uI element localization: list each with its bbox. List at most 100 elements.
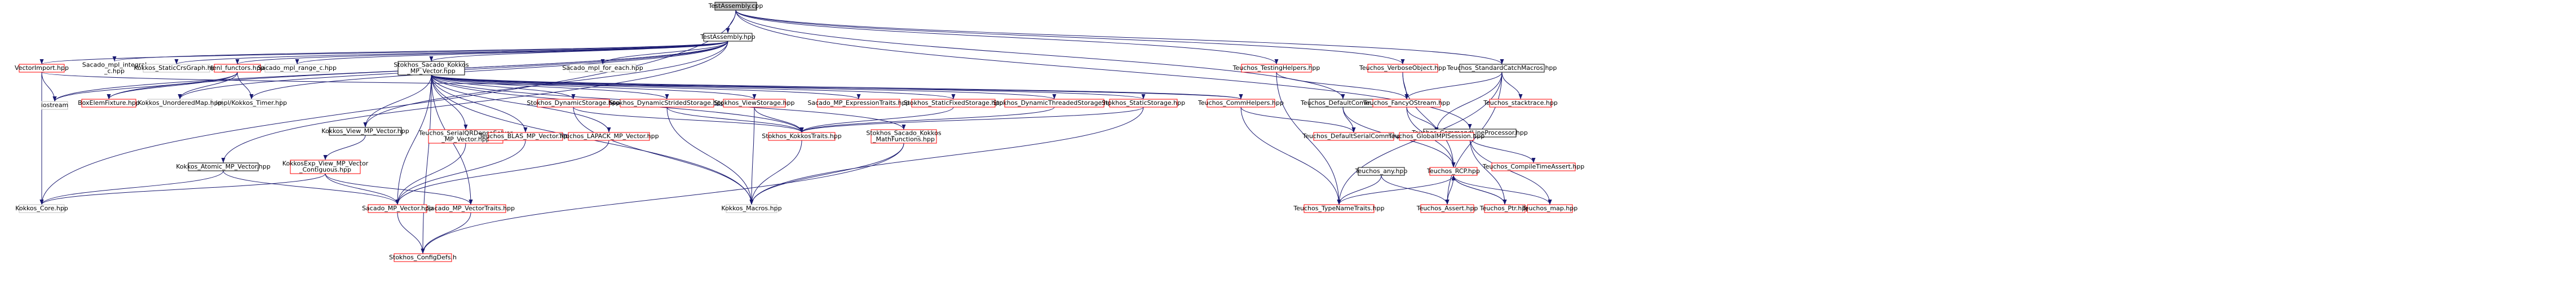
node-crsgraph[interactable]: Kokkos_StaticCrsGraph.hpp	[134, 64, 219, 73]
node-kexpview[interactable]: KokkosExp_View_MP_Vector_Contiguous.hpp	[282, 160, 369, 174]
node-statstor[interactable]: Stokhos_StaticStorage.hpp	[1102, 99, 1185, 108]
node-statfixed[interactable]: Stokhos_StaticFixedStorage.hpp	[904, 99, 1004, 108]
node-sacmptraits[interactable]: Sacado_MP_VectorTraits.hpp	[427, 204, 515, 213]
edge-path	[666, 107, 804, 133]
node-sacmp[interactable]: Sacado_MP_Vector.hpp	[362, 204, 433, 213]
edge-mpvec-to-lapackmp	[431, 74, 611, 133]
edge-path	[178, 72, 238, 100]
node-box	[19, 204, 65, 213]
node-globalmpi[interactable]: Teuchos_GlobalMPISession.hpp	[1388, 132, 1484, 141]
node-defserial[interactable]: Teuchos_DefaultSerialComm.hpp	[1302, 132, 1405, 141]
node-iostream[interactable]: iostream	[41, 101, 68, 110]
node-mplrange[interactable]: Sacado_mpl_range_c.hpp	[258, 64, 337, 73]
node-kmacros[interactable]: Kokkos_Macros.hpp	[721, 204, 782, 213]
node-label: Teuchos_map.hpp	[1522, 205, 1578, 212]
node-box	[768, 132, 836, 141]
edge-path	[52, 72, 238, 102]
node-map[interactable]: Teuchos_map.hpp	[1522, 204, 1578, 213]
node-box	[264, 64, 330, 73]
edge-path	[799, 107, 1055, 133]
node-verbose[interactable]: Teuchos_VerboseObject.hpp	[1359, 64, 1446, 73]
node-complextime[interactable]: Teuchos_CompileTimeAssert.hpp	[1482, 162, 1585, 171]
node-dynthreaded[interactable]: Stokhos_DynamicThreadedStorage.hpp	[993, 99, 1116, 108]
node-stacktrace[interactable]: Teuchos_stacktrace.hpp	[1483, 99, 1558, 108]
node-katomic[interactable]: Kokkos_Atomic_MP_Vector.hpp	[176, 162, 271, 171]
node-fancy[interactable]: Teuchos_FancyOStream.hpp	[1363, 99, 1450, 108]
edge-dynstrided-to-kokkostraits	[666, 107, 804, 133]
node-root[interactable]: TestAssembly.cpp	[708, 2, 763, 11]
node-testhelp[interactable]: Teuchos_TestingHelpers.hpp	[1232, 64, 1320, 73]
node-label: Kokkos_UnorderedMap.hpp	[138, 99, 222, 107]
edge-any-to-assert	[1381, 175, 1450, 205]
node-label: Teuchos_Assert.hpp	[1416, 205, 1478, 212]
edge-mpvec-to-dynstor	[431, 74, 576, 100]
node-unordered[interactable]: Kokkos_UnorderedMap.hpp	[138, 99, 222, 108]
edge-path	[749, 107, 755, 205]
node-label: Kokkos_StaticCrsGraph.hpp	[134, 64, 219, 72]
node-lapackmp[interactable]: Teuchos_LAPACK_MP_Vector.hpp	[558, 132, 659, 141]
node-serialqr[interactable]: Teuchos_SerialQRDenseSolver_MP_Vector.hp…	[418, 129, 513, 144]
node-commhelp[interactable]: Teuchos_CommHelpers.hpp	[1198, 99, 1284, 108]
edge-mpvec-to-configdefs	[421, 74, 432, 254]
node-dynstor[interactable]: Stokhos_DynamicStorage.hpp	[527, 99, 620, 108]
node-vimport[interactable]: VectorImport.hpp	[15, 64, 69, 73]
edge-path	[1276, 72, 1409, 100]
node-kviewmp[interactable]: Kokkos_View_MP_Vector.hpp	[321, 127, 409, 136]
node-defcomm[interactable]: Teuchos_DefaultComm.hpp	[1300, 99, 1385, 108]
node-mplfor[interactable]: Sacado_mpl_for_each.hpp	[562, 64, 643, 73]
node-label: Stokhos_DynamicThreadedStorage.hpp	[993, 99, 1116, 107]
node-label: impl/Kokkos_Timer.hpp	[216, 99, 287, 107]
edge-path	[395, 74, 432, 205]
edge-ta-to-fem	[235, 41, 728, 65]
edge-root-to-defcomm	[735, 10, 1345, 100]
edge-path	[735, 10, 1405, 65]
node-mpvec[interactable]: Stokhos_Sacado_Kokkos_MP_Vector.hpp	[394, 61, 469, 76]
node-label: Stokhos_ConfigDefs.h	[389, 254, 457, 261]
node-label: TestAssembly.cpp	[708, 2, 763, 10]
edge-mpvec-to-mpexpr	[431, 74, 861, 100]
node-ptr[interactable]: Teuchos_Ptr.hpp	[1479, 204, 1530, 213]
edge-root-to-stdcatch	[735, 10, 1504, 65]
edge-path	[1501, 72, 1523, 100]
edge-lapackmp-to-sacmp	[395, 140, 609, 205]
node-label: Teuchos_DefaultComm.hpp	[1300, 99, 1385, 107]
node-dynstrided[interactable]: Stokhos_DynamicStridedStorage.hpp	[609, 99, 725, 108]
node-label: Teuchos_CompileTimeAssert.hpp	[1482, 163, 1585, 170]
node-any[interactable]: Teuchos_any.hpp	[1355, 167, 1408, 176]
node-assert[interactable]: Teuchos_Assert.hpp	[1416, 204, 1478, 213]
edge-path	[431, 74, 611, 133]
node-typename[interactable]: Teuchos_TypeNameTraits.hpp	[1293, 204, 1385, 213]
edge-path	[39, 170, 224, 205]
node-mpexpr[interactable]: Sacado_MP_ExpressionTraits.hpp	[808, 99, 910, 108]
edge-path	[39, 173, 326, 205]
node-kokkostraits[interactable]: Stokhos_KokkosTraits.hpp	[762, 132, 842, 141]
edge-path	[431, 74, 669, 100]
node-boxelem[interactable]: BoxElemFixture.hpp	[78, 99, 140, 108]
edge-path	[113, 41, 728, 62]
node-fem[interactable]: fenl_functors.hpp	[210, 64, 264, 73]
node-box	[188, 162, 259, 171]
edge-ta-to-katomic	[221, 41, 728, 163]
node-box	[1459, 64, 1545, 73]
node-stdcatch[interactable]: Teuchos_StandardCatchMacros.hpp	[1447, 64, 1557, 73]
node-configdefs[interactable]: Stokhos_ConfigDefs.h	[389, 253, 457, 262]
node-viewstor[interactable]: Stokhos_ViewStorage.hpp	[714, 99, 795, 108]
edge-ptr-to-rcp	[1451, 175, 1505, 205]
edge-ta-to-mplint	[113, 41, 728, 62]
node-label: Sacado_MP_ExpressionTraits.hpp	[808, 99, 910, 107]
node-label: Teuchos_Ptr.hpp	[1479, 205, 1530, 212]
node-blasmp[interactable]: Teuchos_BLAS_MP_Vector.hpp	[479, 132, 572, 141]
edge-statstor-to-kokkostraits	[799, 107, 1144, 133]
node-label: Teuchos_RCP.hpp	[1426, 167, 1480, 175]
edge-katomic-to-sacmp	[223, 170, 400, 205]
node-label: Stokhos_DynamicStridedStorage.hpp	[609, 99, 725, 107]
node-rcp[interactable]: Teuchos_RCP.hpp	[1426, 167, 1480, 176]
node-ta[interactable]: TestAssembly.hpp	[700, 33, 755, 42]
node-box	[19, 64, 65, 73]
edge-kokkostraits-to-kmacros	[749, 140, 802, 205]
node-impltimer[interactable]: impl/Kokkos_Timer.hpp	[216, 99, 287, 108]
node-mathfn[interactable]: Stokhos_Sacado_Kokkos_MathFunctions.hpp	[866, 129, 942, 144]
node-box	[222, 99, 281, 108]
edge-path	[1402, 72, 1409, 100]
node-kcore[interactable]: Kokkos_Core.hpp	[15, 204, 68, 213]
